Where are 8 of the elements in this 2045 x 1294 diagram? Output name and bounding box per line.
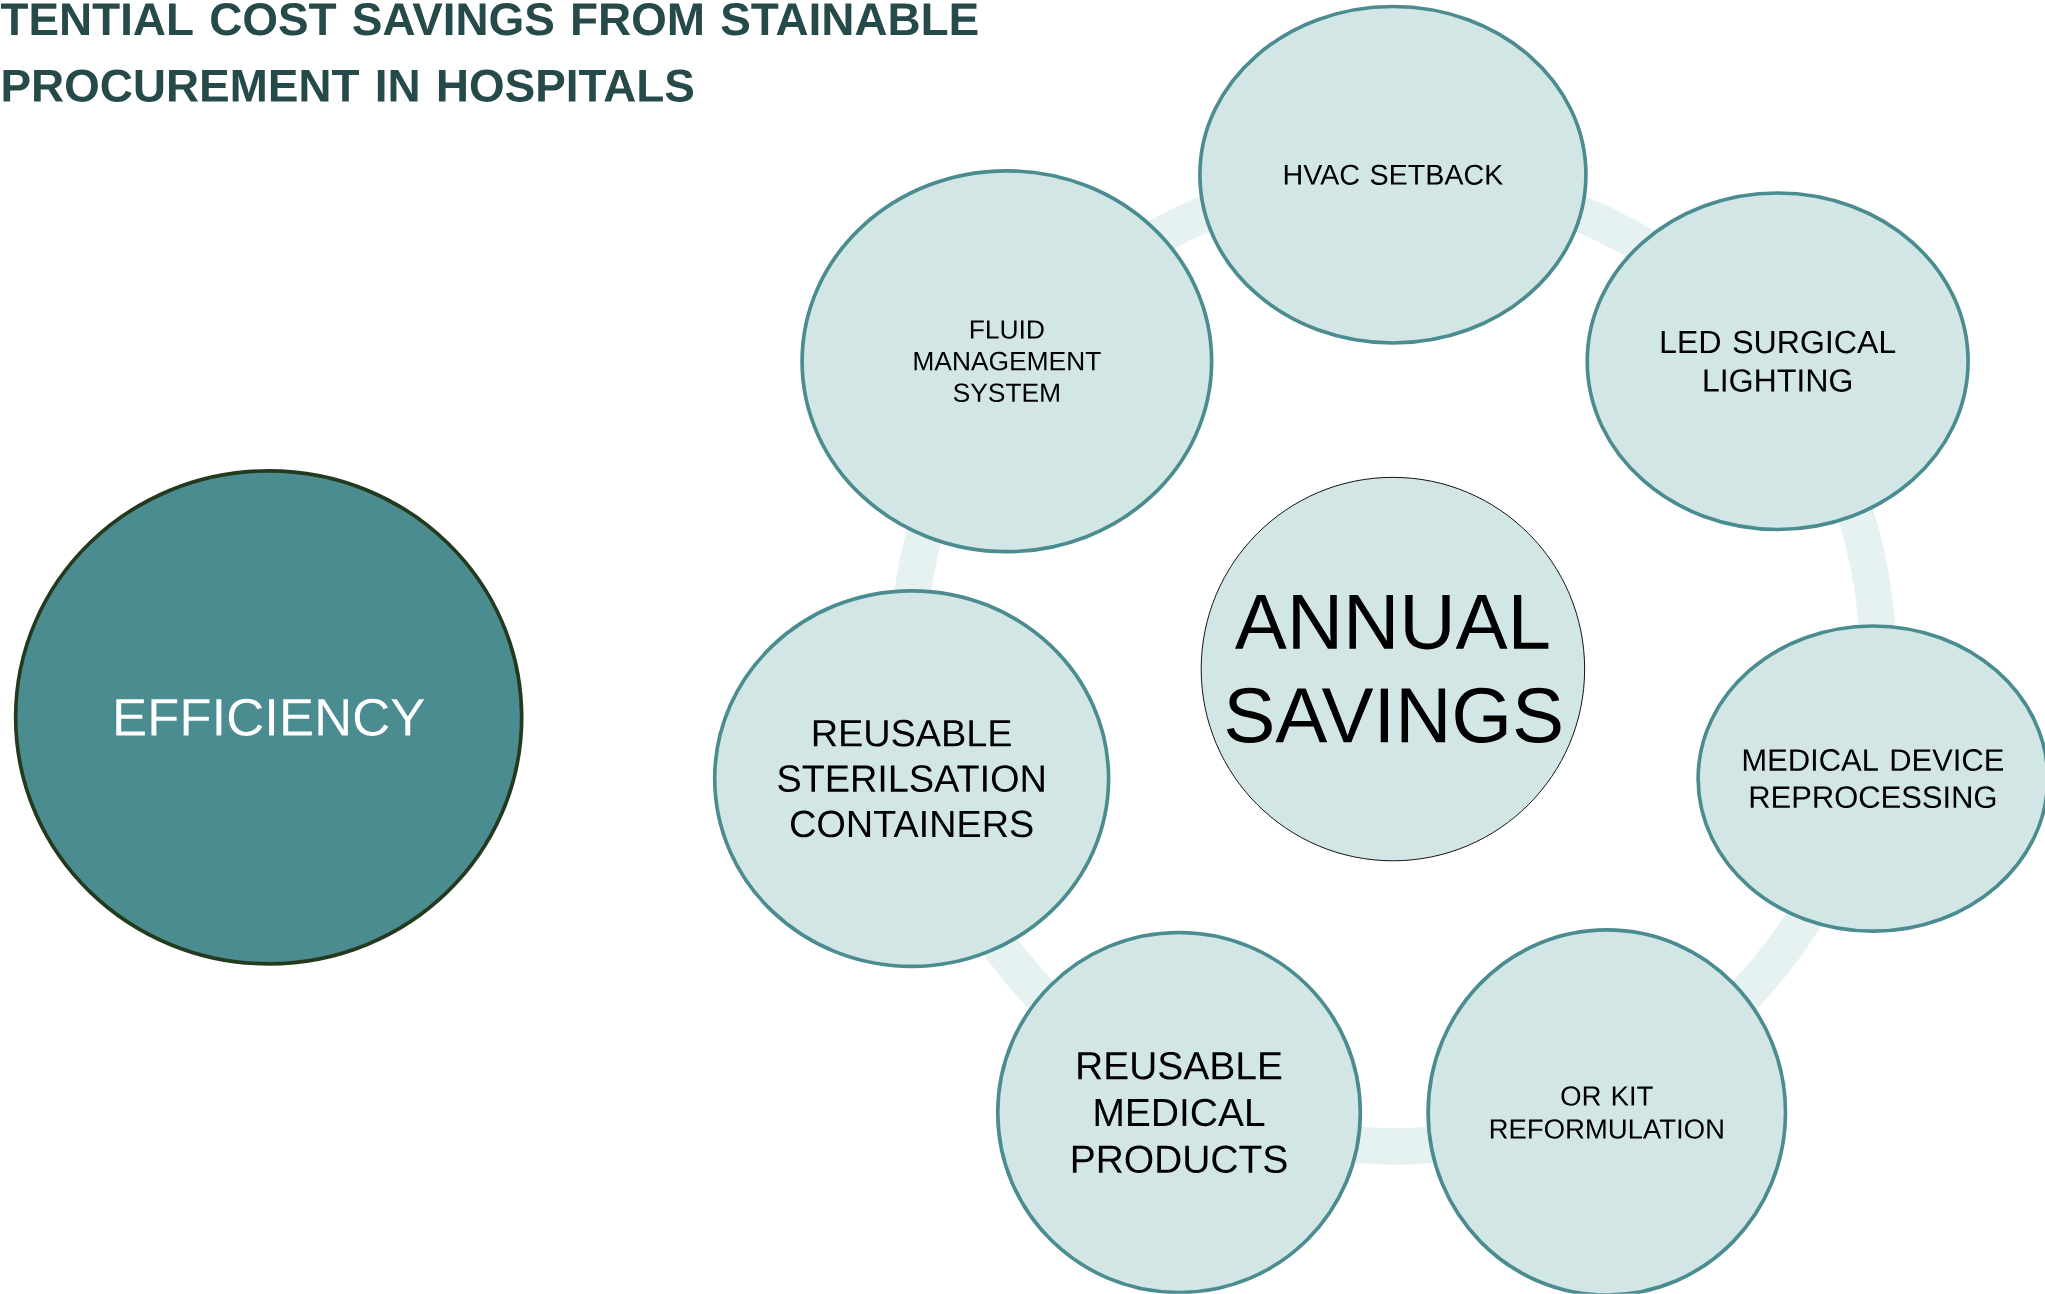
savings-bubble: FLUID MANAGEMENT SYSTEM bbox=[800, 169, 1214, 554]
savings-bubble: LED SURGICAL LIGHTING bbox=[1585, 191, 1970, 532]
savings-bubble: REUSABLE MEDICAL PRODUCTS bbox=[995, 930, 1363, 1294]
title: TENTIAL COST SAVINGS FROM STAINABLE PROCUREMENT IN HOSPITALS bbox=[0, 3, 978, 103]
savings-bubble: MEDICAL DEVICE REPROCESSING bbox=[1696, 624, 2045, 934]
savings-bubble: REUSABLE STERILSATION CONTAINERS bbox=[712, 589, 1111, 969]
savings-bubble: OR KIT REFORMULATION bbox=[1426, 928, 1788, 1294]
savings-bubble: HVAC SETBACK bbox=[1198, 4, 1588, 345]
